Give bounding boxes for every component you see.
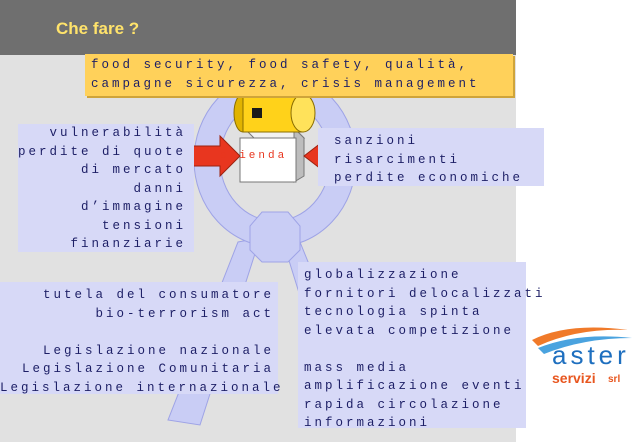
bottom-right-line-7: amplificazione eventi <box>304 379 525 393</box>
bottom-right-line-3: tecnologia spinta <box>304 305 483 319</box>
bottom-left-line-4: Legislazione nazionale <box>42 343 274 358</box>
aster-logo: aster servizi srl <box>528 320 636 390</box>
logo-swoosh-icon <box>532 327 632 354</box>
right-line-3: perdite economiche <box>334 171 524 185</box>
bottom-right-line-1: globalizzazione <box>304 268 462 282</box>
left-line-5: d’immagine <box>80 200 186 214</box>
left-line-3: di mercato <box>80 163 186 177</box>
logo-word-servizi: servizi <box>552 370 596 386</box>
right-line-2: risarcimenti <box>334 152 461 167</box>
arrow-right-pointing <box>192 134 241 178</box>
bottom-left-line-3 <box>0 323 278 342</box>
top-box-line-1: food security, food safety, qualità, <box>91 58 470 72</box>
top-keywords-box: food security, food safety, qualità, cam… <box>85 54 513 96</box>
left-line-1: vulnerabilità <box>49 126 186 140</box>
logo-word-aster: aster <box>552 340 630 370</box>
bottom-right-line-9: informazioni <box>304 416 431 430</box>
bottom-left-line-6: Legislazione internazionale <box>0 380 284 395</box>
bottom-right-line-5 <box>298 340 526 359</box>
right-consequence-panel: sanzioni risarcimenti perdite economiche <box>318 128 544 186</box>
left-line-4: danni <box>133 181 186 196</box>
left-line-6: tensioni <box>101 218 186 233</box>
slide-title: Che fare ? <box>56 19 140 38</box>
barrel-mark <box>252 108 262 118</box>
left-risk-panel: vulnerabilità perdite di quote di mercat… <box>18 124 194 252</box>
bottom-left-line-5: Legislazione Comunitaria <box>21 362 274 376</box>
bottom-right-line-4: elevata competizione <box>304 323 515 338</box>
azienda-cube <box>239 137 297 183</box>
left-line-7: finanziarie <box>70 237 186 251</box>
bottom-left-line-1: tutela del consumatore <box>42 288 274 302</box>
bottom-right-context-panel: globalizzazione fornitori delocalizzati … <box>298 262 546 430</box>
title-bar <box>0 0 516 55</box>
bottom-right-line-2: fornitori delocalizzati <box>304 286 546 301</box>
top-box-line-2: campagne sicurezza, crisis management <box>91 77 480 91</box>
azienda-label: azienda <box>220 150 288 162</box>
logo-word-srl: srl <box>608 374 621 385</box>
bottom-right-line-8: rapida circolazione <box>304 397 504 412</box>
left-line-2: perdite di quote <box>18 144 187 159</box>
ribbon-knot <box>249 211 301 263</box>
bottom-left-line-2: bio-terrorism act <box>95 306 274 321</box>
right-line-1: sanzioni <box>334 134 419 148</box>
bottom-left-legislation-panel: tutela del consumatore bio-terrorism act… <box>0 282 281 395</box>
bottom-right-line-6: mass media <box>304 360 410 375</box>
